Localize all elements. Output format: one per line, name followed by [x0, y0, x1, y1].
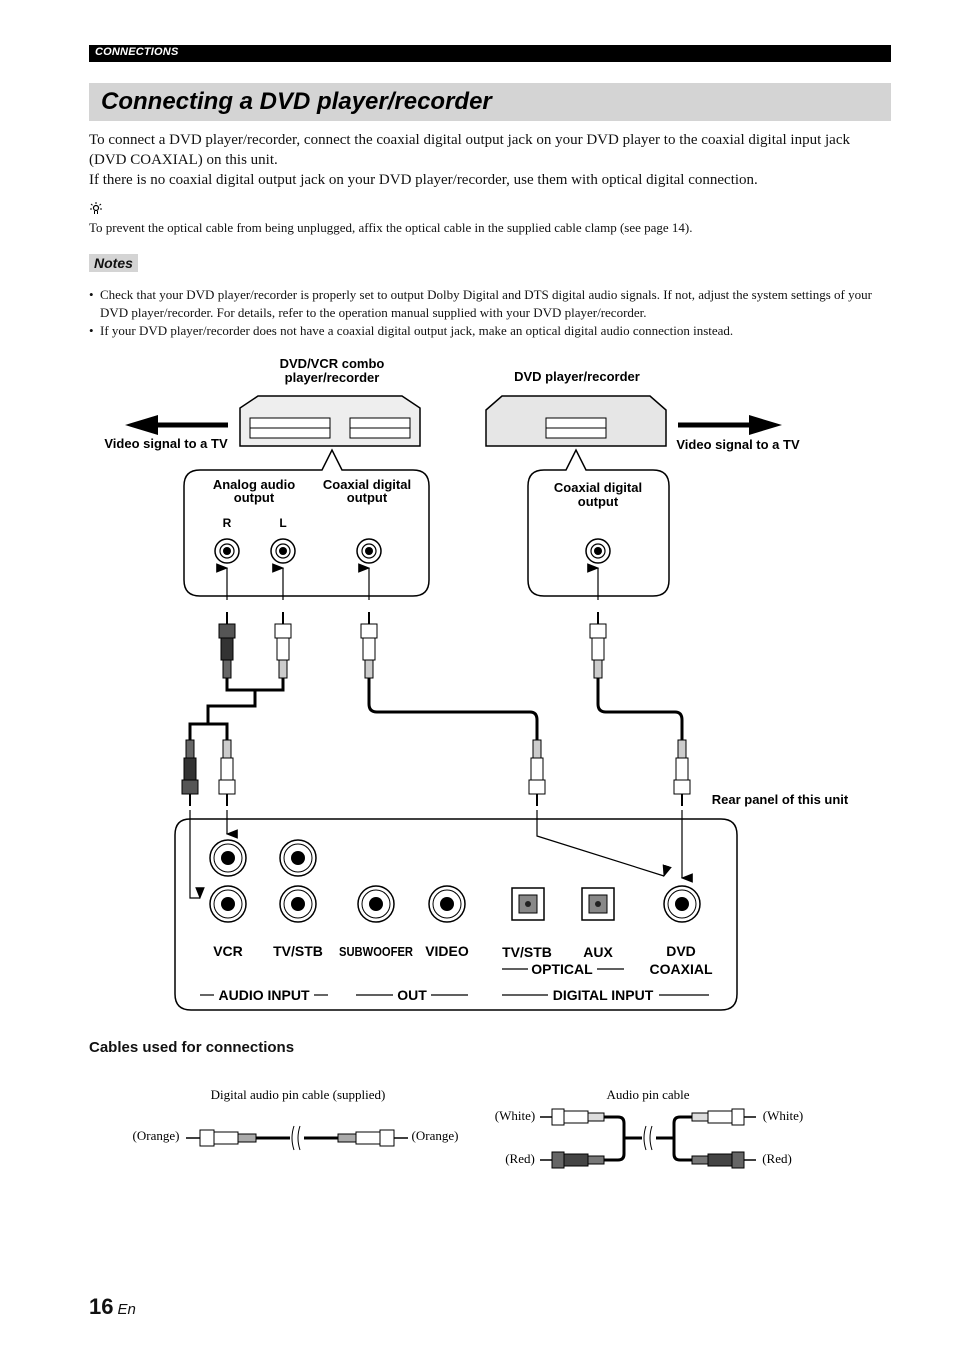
- plug-white-bottom: [218, 739, 236, 806]
- tip-text: To prevent the optical cable from being …: [89, 220, 693, 235]
- plug-red-bottom: [181, 739, 199, 806]
- optical-label: OPTICAL: [531, 961, 593, 977]
- dvd-jack-panel: [527, 448, 670, 597]
- plug-white-top: [274, 612, 292, 679]
- dvd-label: DVD: [666, 943, 696, 959]
- section-header: CONNECTIONS: [89, 45, 891, 62]
- tvstb-label: TV/STB: [273, 943, 323, 959]
- notes-list: Check that your DVD player/recorder is p…: [89, 286, 889, 340]
- digital-pin-cable-drawing: [186, 1125, 408, 1151]
- subwoofer-jack: [357, 885, 395, 923]
- video-left-label: Video signal to a TV: [104, 436, 228, 451]
- rear-panel-label: Rear panel of this unit: [712, 792, 849, 807]
- subwoofer-label: SUBWOOFER: [339, 944, 414, 959]
- plug-dvd-coax-bottom: [673, 739, 691, 806]
- digital-input-label: DIGITAL INPUT: [553, 987, 654, 1003]
- digital-orange-left: (Orange): [133, 1128, 180, 1143]
- lightbulb-icon: [89, 201, 103, 219]
- video-right-label: Video signal to a TV: [676, 437, 800, 452]
- combo-jack-panel: [183, 448, 430, 597]
- coax-out-jack: [356, 538, 382, 564]
- coaxial-label: COAXIAL: [650, 961, 713, 977]
- video-jack: [428, 885, 466, 923]
- r-label: R: [223, 516, 232, 530]
- analog-label-1: Analog audio: [213, 477, 295, 492]
- plug-coax-top: [360, 612, 378, 679]
- page-title: Connecting a DVD player/recorder: [101, 88, 492, 115]
- page-language: En: [117, 1301, 136, 1318]
- audio-white-left: (White): [495, 1108, 535, 1123]
- audio-white-right: (White): [763, 1108, 803, 1123]
- analog-cable-top: [225, 678, 285, 692]
- audio-cable-title: Audio pin cable: [606, 1087, 689, 1102]
- title-bar: Connecting a DVD player/recorder: [89, 83, 891, 121]
- intro-paragraph-1: To connect a DVD player/recorder, connec…: [89, 132, 851, 168]
- note-item: If your DVD player/recorder does not hav…: [89, 322, 889, 340]
- video-label: VIDEO: [425, 943, 469, 959]
- tvstb-optical-label: TV/STB: [502, 944, 552, 960]
- intro-paragraph-2: If there is no coaxial digital output ja…: [89, 172, 758, 188]
- plug-red-top: [218, 612, 236, 679]
- optical-tvstb-jack: [511, 887, 545, 921]
- plug-coax-bottom: [528, 739, 546, 806]
- plug-dvd-coax-top: [589, 612, 607, 679]
- digital-cable-title: Digital audio pin cable (supplied): [211, 1087, 386, 1102]
- digital-orange-right: (Orange): [412, 1128, 459, 1143]
- vcr-jack-bottom: [209, 885, 247, 923]
- intro-text: To connect a DVD player/recorder, connec…: [89, 130, 889, 190]
- dvd-coax-cable: [596, 678, 684, 740]
- coax-dvd-label-1: Coaxial digital: [554, 480, 642, 495]
- analog-r-jack: [214, 538, 240, 564]
- combo-label-1: DVD/VCR combo: [280, 356, 385, 371]
- note-item: Check that your DVD player/recorder is p…: [89, 286, 889, 322]
- tvstb-jack-top: [279, 839, 317, 877]
- dvd-player-label: DVD player/recorder: [514, 369, 640, 384]
- notes-label: Notes: [89, 254, 138, 272]
- coax-label-2: output: [347, 490, 388, 505]
- out-label: OUT: [397, 987, 427, 1003]
- coax-cable: [367, 678, 539, 740]
- cables-heading: Cables used for connections: [89, 1039, 295, 1056]
- vcr-label: VCR: [213, 943, 243, 959]
- coax-dvd-label-2: output: [578, 494, 619, 509]
- l-label: L: [279, 516, 286, 530]
- audio-red-left: (Red): [505, 1151, 535, 1166]
- tvstb-jack-bottom: [279, 885, 317, 923]
- coax-label-1: Coaxial digital: [323, 477, 411, 492]
- dvd-coaxial-jack: [663, 885, 701, 923]
- dvd-player-device: [485, 395, 667, 447]
- audio-input-label: AUDIO INPUT: [219, 987, 310, 1003]
- vcr-jack-top: [209, 839, 247, 877]
- analog-label-2: output: [234, 490, 275, 505]
- section-label: CONNECTIONS: [95, 46, 179, 58]
- page-number-value: 16: [89, 1294, 114, 1319]
- aux-label: AUX: [583, 944, 613, 960]
- combo-label-2: player/recorder: [285, 370, 380, 385]
- audio-red-right: (Red): [762, 1151, 792, 1166]
- dvd-coax-out-jack: [585, 538, 611, 564]
- optical-aux-jack: [581, 887, 615, 921]
- audio-pin-cable-drawing: [540, 1108, 756, 1169]
- dvd-vcr-combo-device: [239, 395, 421, 447]
- analog-l-jack: [270, 538, 296, 564]
